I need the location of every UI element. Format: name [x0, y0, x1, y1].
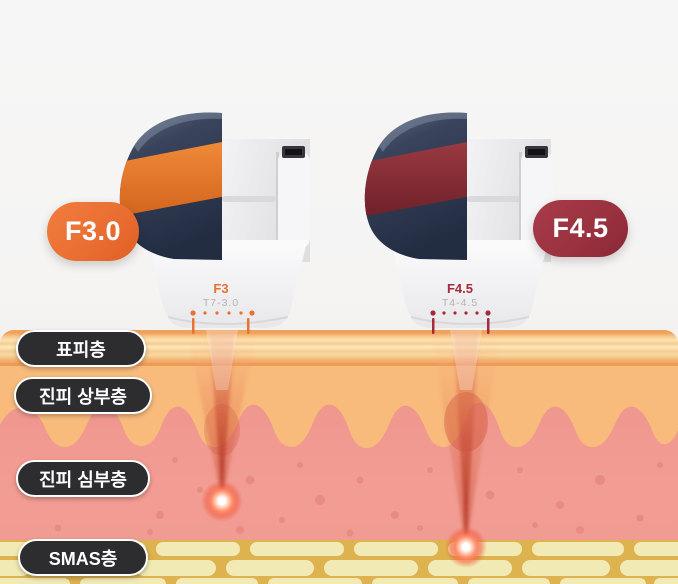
right-model-label: F4.5: [447, 281, 473, 296]
left-tip-marks: [192, 318, 250, 334]
skin-layers-art: [0, 330, 678, 584]
right-ultrasound-beam: [431, 330, 501, 568]
right-top-notch: [525, 146, 548, 158]
right-stripe: [364, 140, 467, 218]
cartridge-right: F4.5 T4-4.5: [364, 112, 553, 334]
cartridge-left: F3 T7-3.0: [119, 112, 310, 334]
left-model-label: F3: [213, 281, 228, 296]
right-base: [392, 240, 548, 328]
right-dot-row: [430, 310, 491, 316]
label-upper-dermis: 진피 상부층: [14, 377, 152, 414]
right-tip-marks: [432, 318, 490, 334]
left-base: [149, 240, 307, 328]
left-top-notch: [282, 146, 305, 158]
cartridge-devices-art: F3 T7-3.0: [119, 112, 553, 334]
badge-f4-5: F4.5: [533, 200, 628, 257]
deep-dermis-layer: [0, 402, 678, 584]
label-epidermis: 표피층: [16, 330, 146, 367]
left-clip-bar: [278, 152, 310, 248]
label-smas: SMAS층: [18, 539, 148, 576]
left-spec-label: T7-3.0: [203, 297, 239, 309]
left-housing-pin: [222, 196, 276, 202]
badge-f3: F3.0: [47, 202, 139, 261]
left-stripe: [119, 140, 222, 218]
right-spec-label: T4-4.5: [442, 297, 478, 309]
right-housing-pin: [467, 196, 521, 202]
epidermis-divider-line: [0, 363, 678, 366]
left-ultrasound-beam: [187, 330, 257, 522]
label-deep-dermis: 진피 심부층: [16, 460, 150, 497]
left-dot-row: [190, 310, 255, 316]
